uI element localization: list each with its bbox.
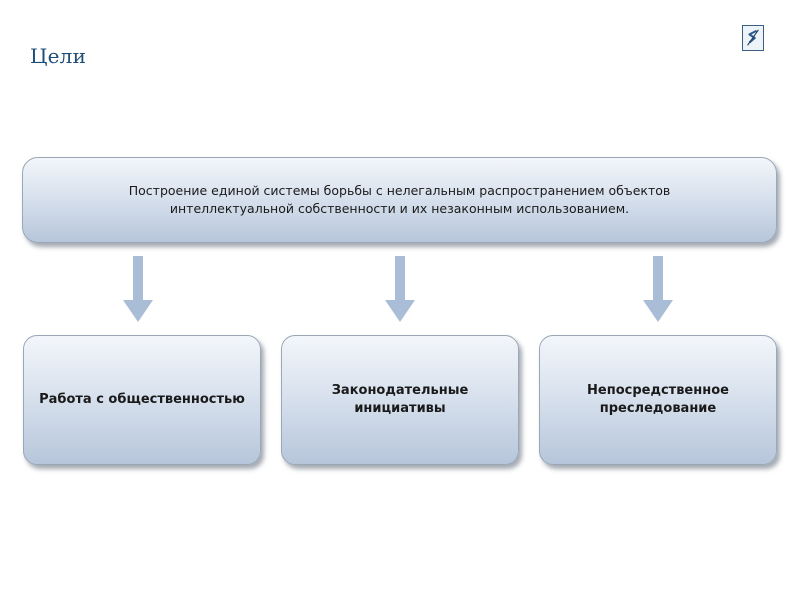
goal-box: Построение единой системы борьбы с нелег…: [22, 157, 777, 243]
logo-icon: [742, 25, 764, 51]
legislative-initiatives-box: Законодательные инициативы: [281, 335, 519, 465]
public-relations-label: Работа с общественностью: [39, 392, 245, 407]
legislative-initiatives-label: Законодательные инициативы: [331, 383, 469, 416]
direct-prosecution-label: Непосредственное преследование: [587, 383, 729, 416]
goal-text: Построение единой системы борьбы с нелег…: [128, 183, 671, 216]
slide-title: Цели: [30, 44, 87, 68]
direct-prosecution-box: Непосредственное преследование: [539, 335, 777, 465]
public-relations-box: Работа с общественностью: [23, 335, 261, 465]
down-arrow-icon: [643, 256, 673, 322]
down-arrow-icon: [123, 256, 153, 322]
down-arrow-icon: [385, 256, 415, 322]
